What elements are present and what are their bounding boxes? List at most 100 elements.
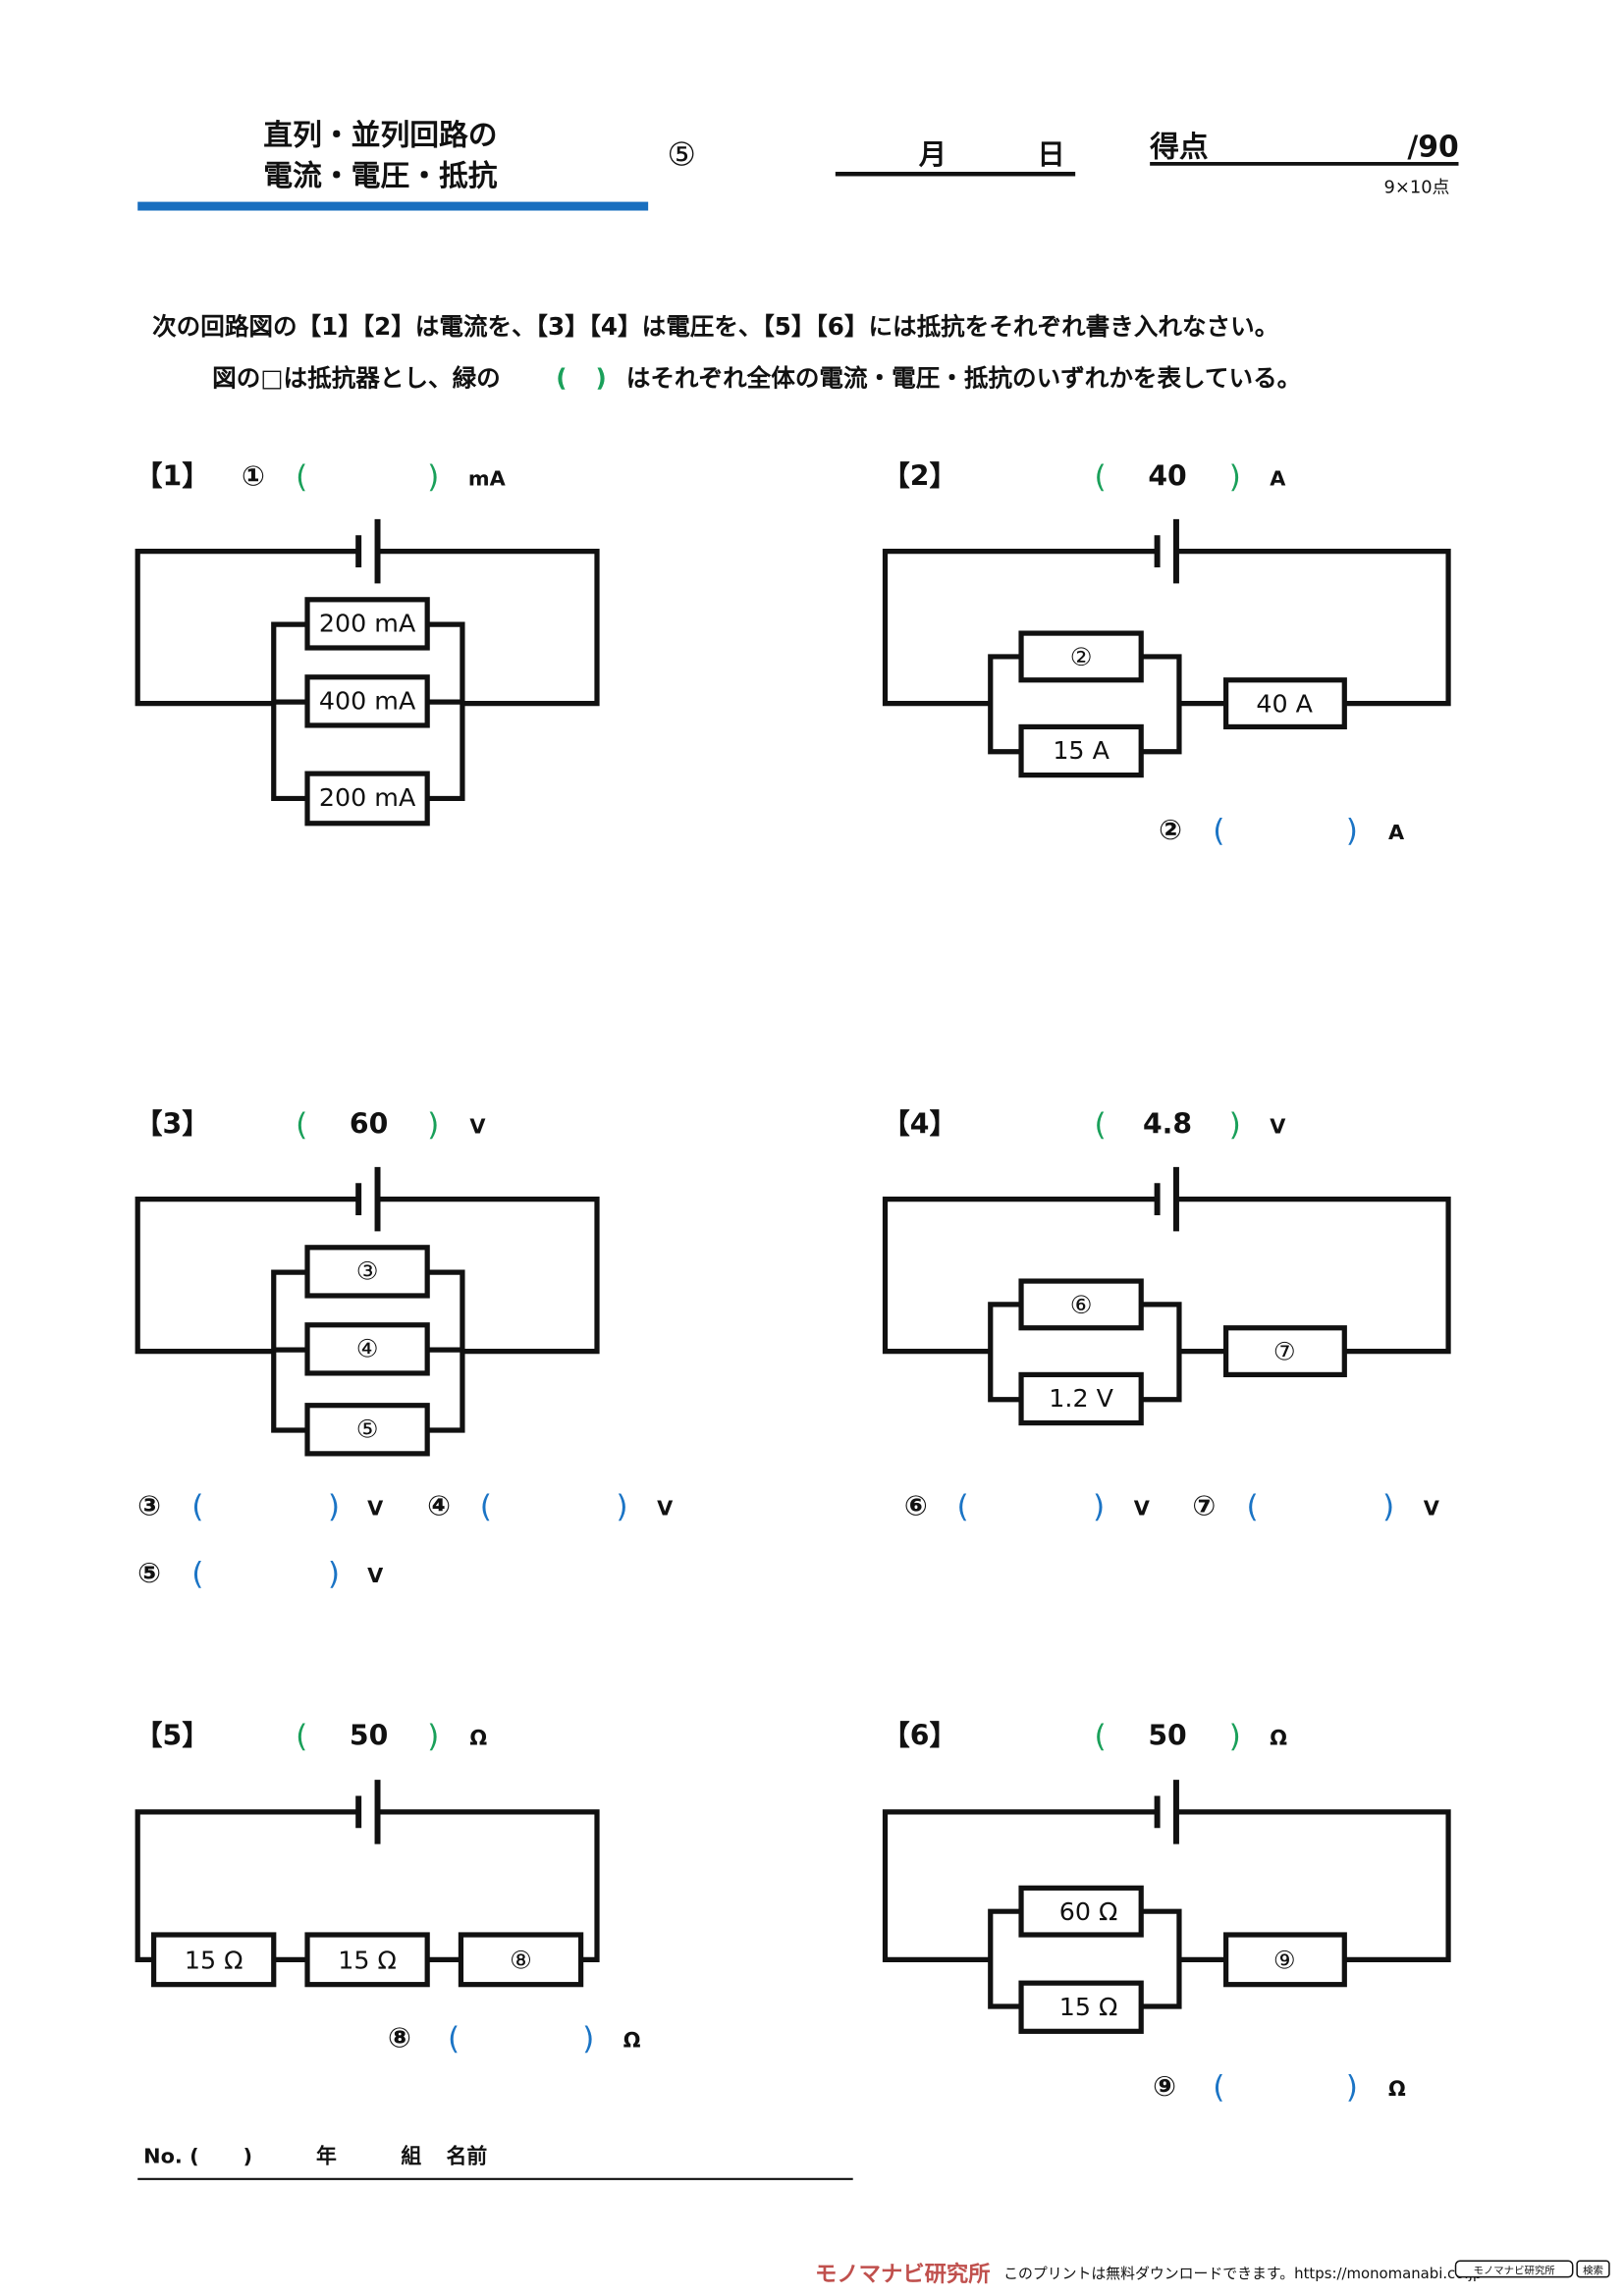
unit: Ω <box>1388 2077 1406 2101</box>
answer-marker: ③ <box>137 1489 161 1522</box>
answer-blank[interactable]: ④ ( ) V <box>427 1489 674 1524</box>
resistor-label: ⑥ <box>1070 1290 1093 1319</box>
paren-close: ) <box>427 459 439 495</box>
resistor-label: 15 Ω <box>338 1945 397 1974</box>
paren-open: ( <box>191 1556 203 1591</box>
title-line-1: 直列・並列回路の <box>263 118 497 152</box>
resistor-label: 15 A <box>1053 735 1110 765</box>
problem-label: 【4】 <box>883 1108 957 1141</box>
resistor-label: ③ <box>356 1256 379 1286</box>
accent-bar <box>137 201 649 211</box>
answer-marker: ⑥ <box>904 1489 928 1522</box>
problem-label: 【5】 <box>135 1719 209 1751</box>
answer-blank[interactable]: ⑦ ( ) V <box>1192 1489 1439 1524</box>
resistor-label: ⑦ <box>1273 1337 1296 1366</box>
unit: V <box>1134 1496 1151 1520</box>
circuit-diagram: 200 mA 400 mA 200 mA <box>135 518 600 827</box>
title-line-2: 電流・電圧・抵抗 <box>263 159 497 193</box>
resistor <box>1018 1885 1144 1938</box>
month-label: 月 <box>919 138 947 171</box>
name-label: 名前 <box>447 2144 488 2167</box>
resistor-label: ⑨ <box>1273 1945 1296 1974</box>
resistor-label: ⑧ <box>510 1945 532 1974</box>
score-total: /90 <box>1407 130 1458 164</box>
answer-marker: ④ <box>427 1489 451 1522</box>
paren-open: ( <box>448 2021 460 2056</box>
problem-label: 【2】 <box>883 460 957 493</box>
answer-blank[interactable]: ⑨ ( ) Ω <box>1153 2069 1406 2105</box>
answer-marker: ⑦ <box>1192 1489 1216 1522</box>
answer-blank[interactable]: ⑤ ( ) V <box>137 1556 384 1591</box>
resistor <box>1018 1371 1144 1426</box>
paren-open: ( <box>1246 1489 1258 1524</box>
paren-close: ) <box>1229 1107 1241 1143</box>
resistor <box>304 771 430 827</box>
resistor-label: 400 mA <box>319 686 416 716</box>
sheet-number: ⑤ <box>668 135 696 173</box>
paren-open: ( <box>1095 1719 1107 1754</box>
paren-open: ( <box>1095 459 1107 495</box>
answer-blank[interactable]: ③ ( ) V <box>137 1489 384 1524</box>
unit: mA <box>468 467 507 491</box>
class-label: 組 <box>401 2144 421 2167</box>
paren-open: ( <box>296 1107 307 1143</box>
instruction-line-1: 次の回路図の【1】【2】は電流を、【3】【4】は電圧を、【5】【6】には抵抗をそ… <box>152 312 1278 341</box>
score-note: 9×10点 <box>1384 178 1450 198</box>
circuit-diagram: ② 15 A 40 A <box>882 518 1451 778</box>
paren-close: ) <box>582 2021 594 2056</box>
paren-close: ) <box>427 1719 439 1754</box>
answer-blank[interactable]: ⑥ ( ) V <box>904 1489 1151 1524</box>
unit: V <box>657 1496 674 1520</box>
answer-blank[interactable]: ② ( ) A <box>1159 814 1405 849</box>
resistor <box>458 1932 584 1988</box>
resistor <box>1223 1325 1347 1378</box>
resistor-label: 40 A <box>1256 689 1313 719</box>
instruction-line-2a: 図の□は抵抗器とし、緑の <box>212 363 501 392</box>
site-logo: モノマナビ研究所 <box>815 2261 991 2287</box>
circuit-diagram: ③ ④ ⑤ <box>135 1166 600 1457</box>
problem-2: 【2】 ( 40 ) A ② 15 A 40 A ② ( ) A <box>882 459 1451 849</box>
resistor <box>1018 1278 1144 1331</box>
unit: A <box>1270 467 1286 491</box>
resistor-label: 200 mA <box>319 609 416 638</box>
unit: V <box>1424 1496 1440 1520</box>
resistor <box>1223 1932 1347 1988</box>
unit: Ω <box>1270 1726 1287 1749</box>
problem-label: 【6】 <box>883 1719 957 1751</box>
total-value: 50 <box>350 1719 388 1751</box>
problem-3: 【3】 ( 60 ) V ③ ④ ⑤ ③ ( ) V ④ ( <box>135 1107 674 1591</box>
resistor-label: 15 Ω <box>185 1945 244 1974</box>
paren-close: ) <box>1093 1489 1105 1524</box>
resistor <box>304 1322 430 1376</box>
score-label: 得点 <box>1149 130 1209 164</box>
answer-blank[interactable]: ⑧ ( ) Ω <box>388 2021 641 2056</box>
paren-close: ) <box>616 1489 627 1524</box>
search-button[interactable] <box>1576 2260 1610 2278</box>
instruction-paren-open: ( <box>556 363 567 392</box>
resistor-label: 60 Ω <box>1059 1896 1118 1926</box>
problem-5: 【5】 ( 50 ) Ω 15 Ω 15 Ω ⑧ ⑧ ( ) Ω <box>135 1719 641 2056</box>
instruction-line-2b: はそれぞれ全体の電流・電圧・抵抗のいずれかを表している。 <box>626 363 1301 392</box>
unit: A <box>1388 821 1405 844</box>
paren-open: ( <box>1095 1107 1107 1143</box>
unit: Ω <box>469 1726 487 1749</box>
answer-marker: ② <box>1159 814 1182 846</box>
paren-close: ) <box>1346 814 1358 849</box>
unit: V <box>1270 1115 1286 1139</box>
resistor-label: 1.2 V <box>1049 1383 1113 1413</box>
resistor-label: 15 Ω <box>1059 1992 1118 2021</box>
circuit-diagram: 60 Ω 15 Ω ⑨ <box>882 1780 1451 2034</box>
number-close: ) <box>243 2144 252 2167</box>
search-input-value: モノマナビ研究所 <box>1473 2265 1554 2277</box>
resistor <box>304 674 430 728</box>
paren-close: ) <box>1229 459 1241 495</box>
search-input[interactable] <box>1454 2260 1574 2278</box>
unit: V <box>367 1564 384 1587</box>
resistor <box>304 1245 430 1299</box>
name-field[interactable]: No. ( ) 年 組 名前 <box>137 2144 853 2180</box>
resistor <box>1018 723 1144 778</box>
day-label: 日 <box>1037 138 1064 171</box>
instruction-paren-close: ) <box>596 363 607 392</box>
paren-close: ) <box>328 1489 340 1524</box>
